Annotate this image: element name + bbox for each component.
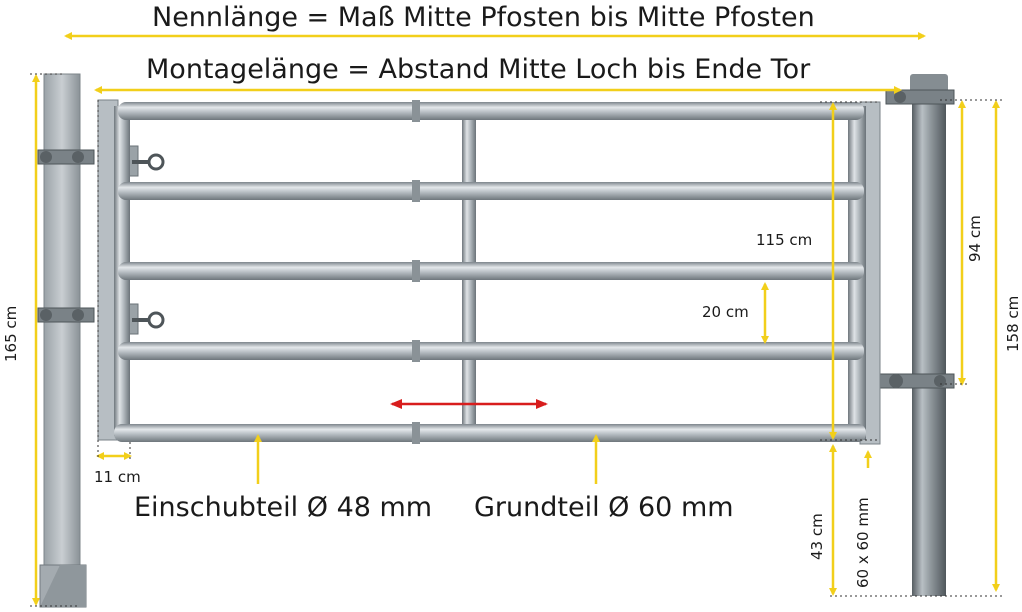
bottom-clearance-label: 43 cm xyxy=(808,513,826,560)
slide-part-label: Einschubteil Ø 48 mm xyxy=(134,492,433,523)
post-height-right-label: 158 cm xyxy=(1004,295,1022,352)
nominal-length-label: Nennlänge = Maß Mitte Pfosten bis Mitte … xyxy=(152,2,815,33)
extension-lines xyxy=(30,73,1004,607)
post-height-left-label: 165 cm xyxy=(2,305,20,362)
left-post xyxy=(37,73,95,608)
gate-height-label: 115 cm xyxy=(756,231,813,249)
gate-frame xyxy=(97,99,881,445)
post-section-label: 60 x 60 mm xyxy=(854,497,872,588)
hinge-spacing-label: 94 cm xyxy=(966,215,984,262)
bar-spacing-label: 20 cm xyxy=(702,303,749,321)
side-offset-label: 11 cm xyxy=(94,468,141,486)
dimension-lines xyxy=(32,32,1000,606)
base-part-label: Grundteil Ø 60 mm xyxy=(474,492,734,523)
mounting-length-label: Montagelänge = Abstand Mitte Loch bis En… xyxy=(146,54,811,85)
right-post xyxy=(879,74,955,596)
